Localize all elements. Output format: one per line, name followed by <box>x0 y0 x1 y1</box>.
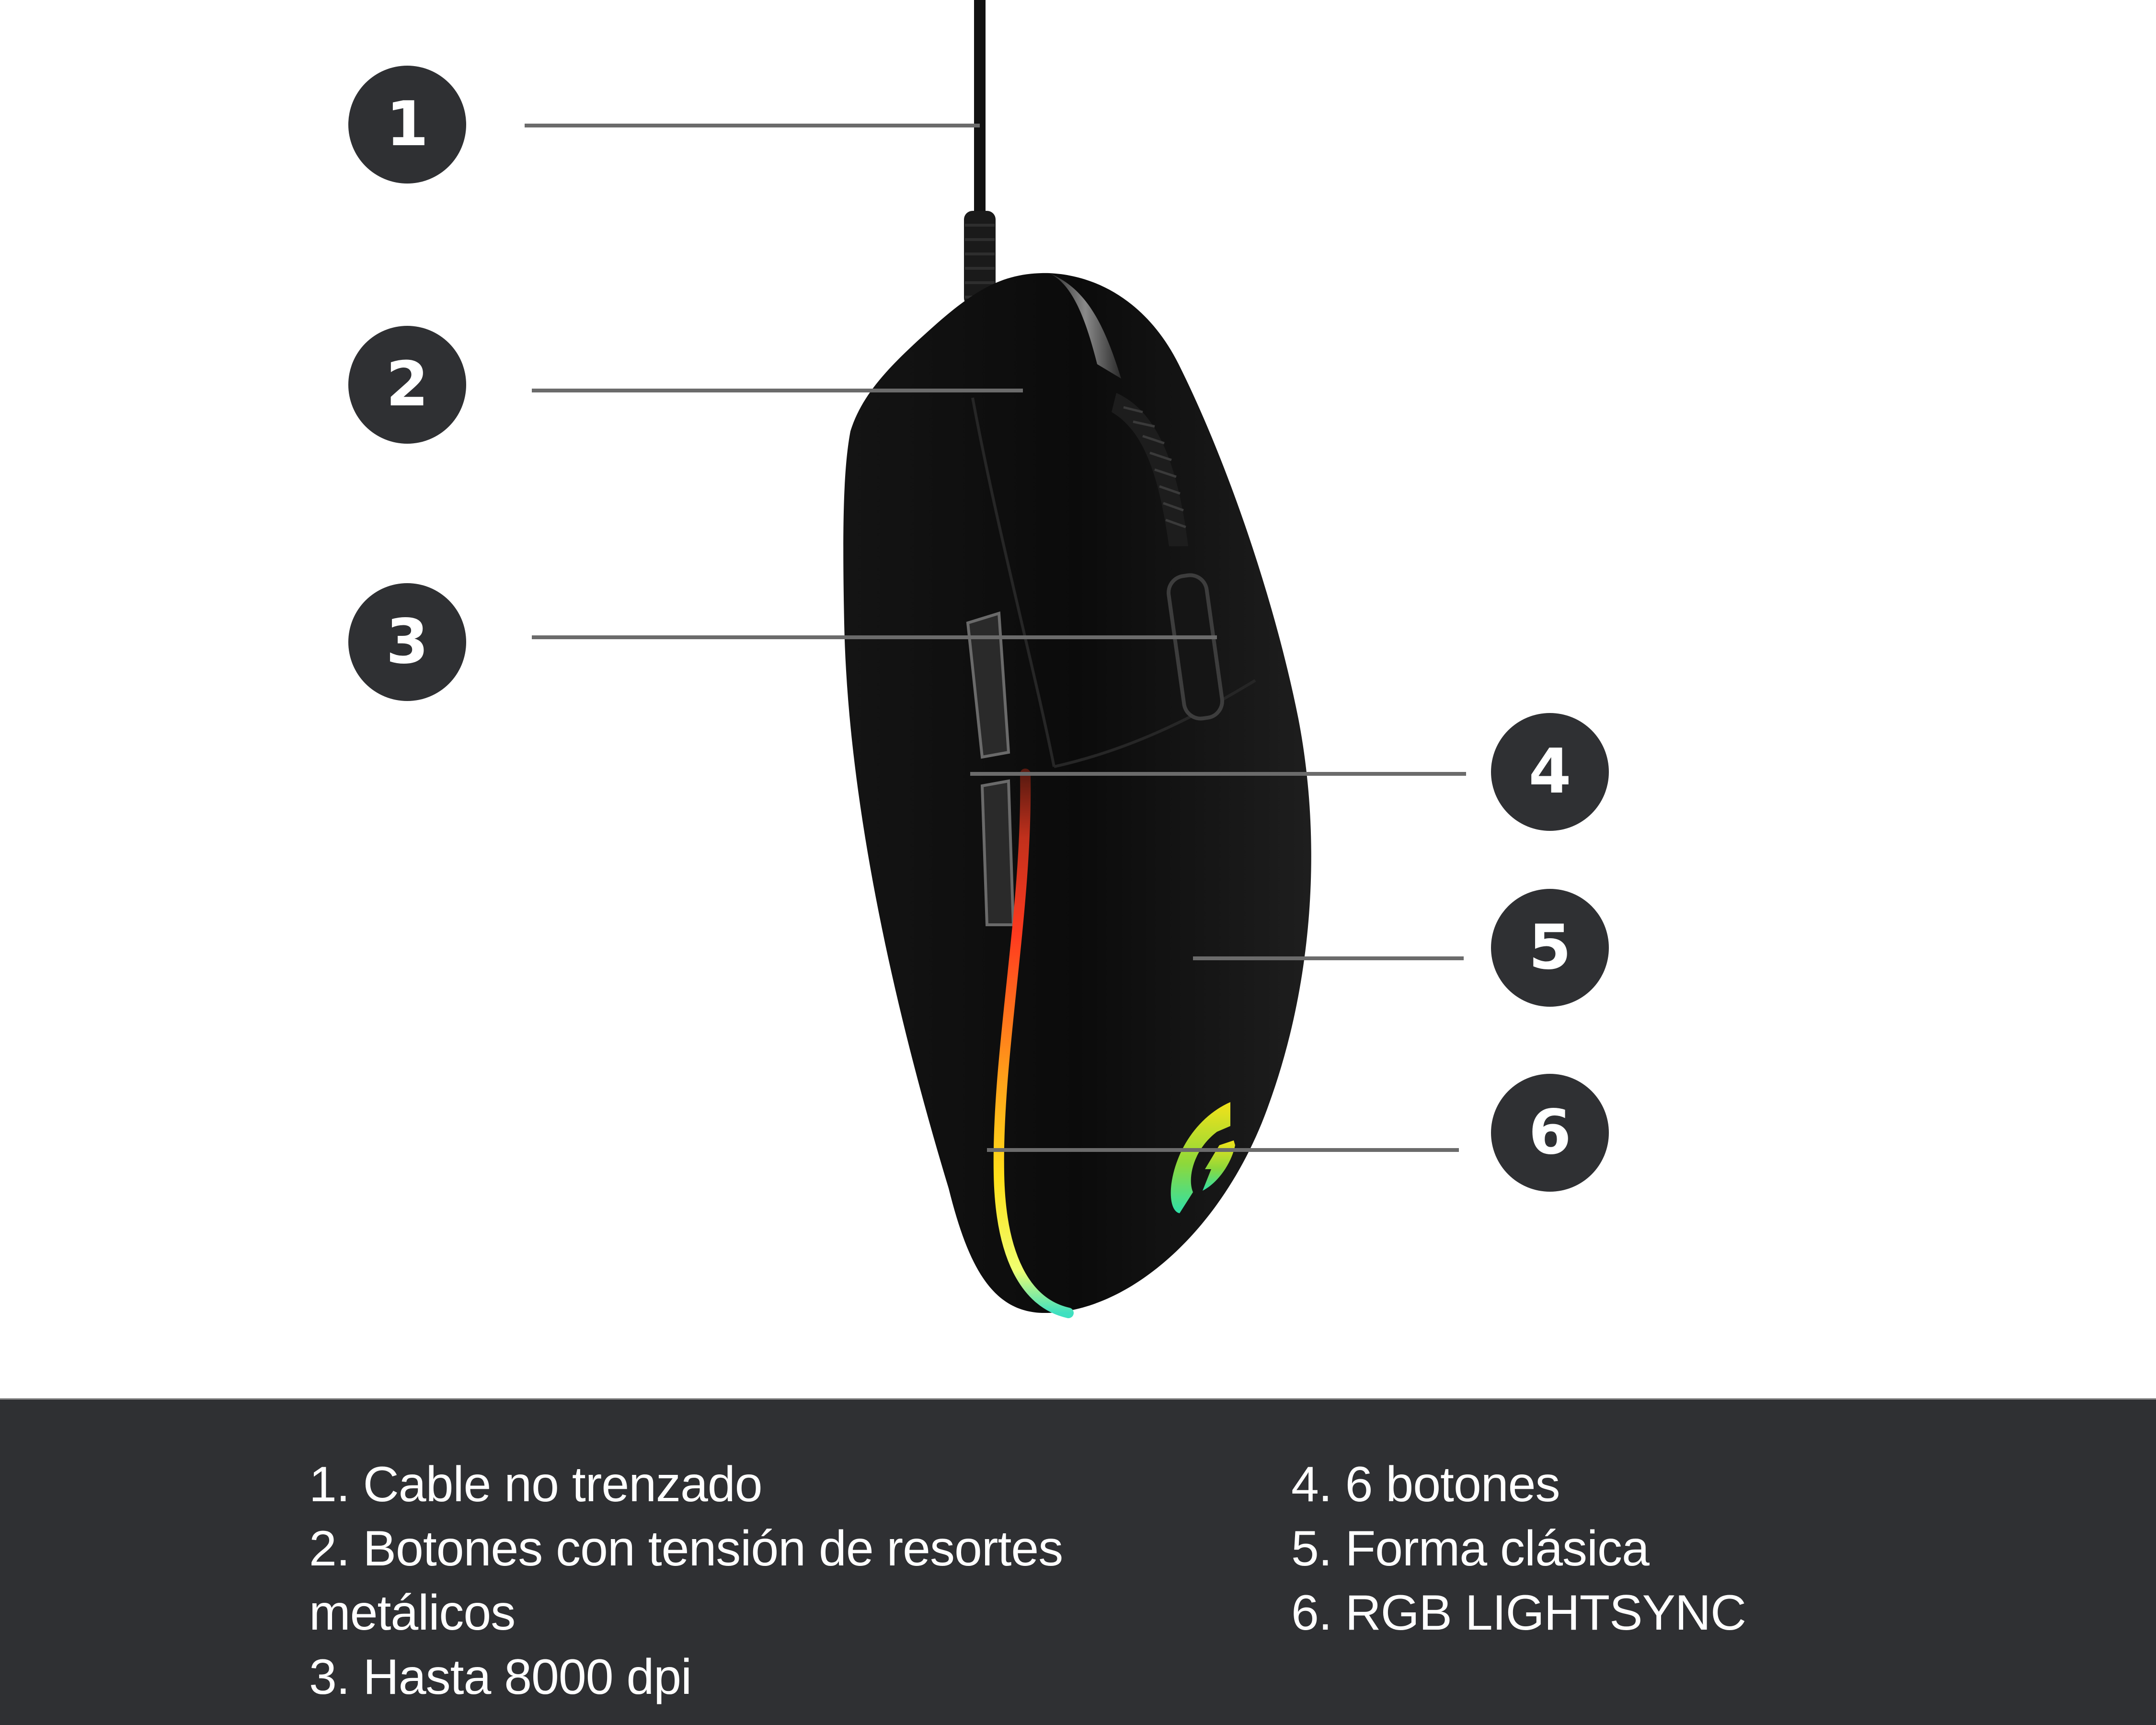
callout-1: 1 <box>348 66 466 184</box>
legend-item-1: 1. Cable no trenzado <box>309 1457 763 1512</box>
mouse-body <box>843 273 1311 1313</box>
callout-number: 4 <box>1528 736 1571 807</box>
feature-legend-panel: 1. Cable no trenzado 2. Botones con tens… <box>0 1398 2156 1725</box>
product-diagram: 1 2 3 4 5 6 <box>348 0 1609 1318</box>
g-logo-icon <box>1170 1102 1235 1213</box>
leader-line-1 <box>525 124 980 127</box>
legend-item-5: 5. Forma clásica <box>1291 1521 1650 1576</box>
callout-5: 5 <box>1491 889 1609 1007</box>
leader-line-2 <box>532 389 1023 392</box>
scroll-wheel <box>1112 393 1188 546</box>
cable <box>964 0 996 307</box>
mouse-illustration <box>843 0 1311 1318</box>
legend-item-2-continued: metálicos <box>309 1585 516 1641</box>
leader-line-3 <box>532 635 1217 639</box>
leader-line-4 <box>970 772 1466 776</box>
callout-6: 6 <box>1491 1074 1609 1192</box>
legend-item-3: 3. Hasta 8000 dpi <box>309 1649 692 1705</box>
callout-number: 6 <box>1528 1097 1571 1168</box>
legend-item-6: 6. RGB LIGHTSYNC <box>1291 1585 1746 1641</box>
leader-line-5 <box>1193 956 1464 960</box>
legend-item-2: 2. Botones con tensión de resortes <box>309 1521 1063 1576</box>
callout-number: 2 <box>386 349 429 420</box>
callout-2: 2 <box>348 326 466 444</box>
callout-3: 3 <box>348 583 466 701</box>
side-buttons <box>966 611 1015 926</box>
legend-right-column: 4. 6 botones 5. Forma clásica 6. RGB LIG… <box>1291 1452 1746 1645</box>
legend-left-column: 1. Cable no trenzado 2. Botones con tens… <box>309 1452 1063 1709</box>
legend-item-4: 4. 6 botones <box>1291 1457 1560 1512</box>
callout-4: 4 <box>1491 713 1609 831</box>
dpi-button <box>1167 573 1224 721</box>
callout-number: 5 <box>1528 912 1571 983</box>
leader-line-6 <box>987 1148 1459 1152</box>
rgb-light-strip <box>993 769 1074 1318</box>
callout-number: 1 <box>386 89 429 160</box>
callout-number: 3 <box>386 606 429 678</box>
